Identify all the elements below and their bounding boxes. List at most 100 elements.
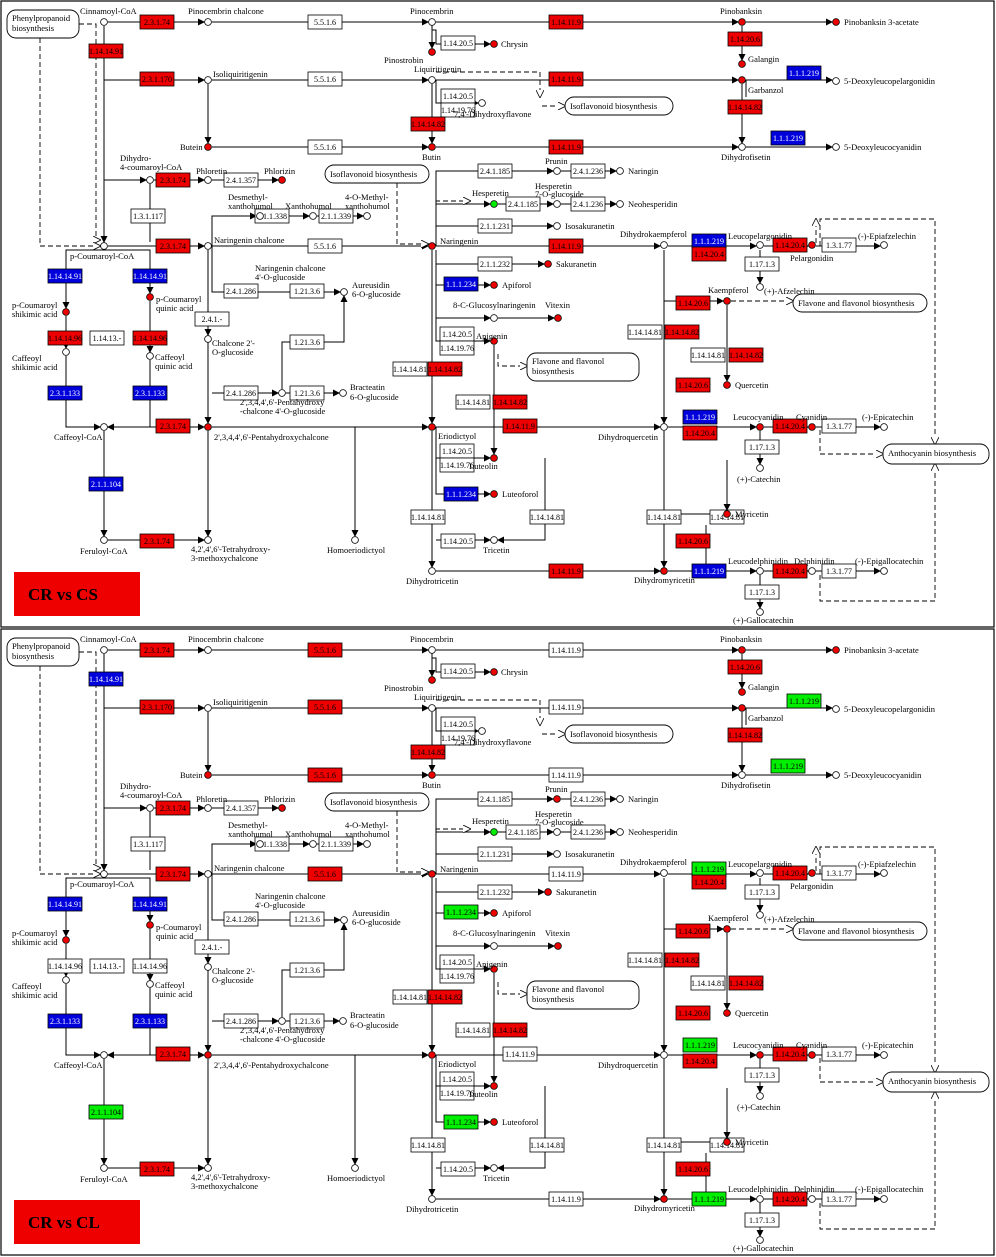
enzyme-box[interactable] — [821, 237, 857, 253]
enzyme-box[interactable] — [675, 1005, 711, 1021]
enzyme-box[interactable] — [139, 71, 175, 87]
compound-node[interactable] — [616, 828, 624, 836]
compound-node[interactable] — [616, 200, 624, 208]
compound-node[interactable] — [723, 510, 731, 518]
compound-node[interactable] — [490, 828, 498, 836]
enzyme-box[interactable] — [728, 347, 764, 363]
compound-node[interactable] — [428, 1195, 436, 1203]
compound-node[interactable] — [100, 646, 108, 654]
compound-node[interactable] — [832, 18, 840, 26]
enzyme-box[interactable] — [254, 208, 290, 224]
enzyme-box[interactable] — [440, 1161, 476, 1177]
enzyme-box[interactable] — [727, 659, 763, 675]
map-link-box[interactable] — [526, 352, 640, 382]
compound-node[interactable] — [100, 1164, 108, 1172]
compound-node[interactable] — [880, 241, 888, 249]
enzyme-box[interactable] — [132, 385, 168, 401]
enzyme-box[interactable] — [132, 330, 168, 346]
compound-node[interactable] — [832, 77, 840, 85]
map-link-box[interactable] — [324, 792, 430, 812]
compound-node[interactable] — [478, 727, 486, 735]
enzyme-box[interactable] — [289, 334, 325, 350]
compound-node[interactable] — [351, 536, 359, 544]
enzyme-box[interactable] — [392, 989, 428, 1005]
enzyme-box[interactable] — [307, 642, 343, 658]
compound-node[interactable] — [428, 567, 436, 575]
enzyme-box[interactable] — [744, 584, 780, 600]
enzyme-box[interactable] — [548, 71, 584, 87]
compound-node[interactable] — [490, 668, 498, 676]
enzyme-box[interactable] — [132, 268, 168, 284]
compound-node[interactable] — [832, 771, 840, 779]
enzyme-box[interactable] — [772, 865, 808, 881]
enzyme-box[interactable] — [691, 874, 727, 890]
map-link-box[interactable] — [6, 637, 80, 667]
enzyme-box[interactable] — [88, 476, 124, 492]
compound-node[interactable] — [204, 1051, 212, 1059]
enzyme-box[interactable] — [455, 1022, 491, 1038]
enzyme-box[interactable] — [770, 758, 806, 774]
enzyme-box[interactable] — [130, 836, 166, 852]
enzyme-box[interactable] — [132, 1013, 168, 1029]
compound-node[interactable] — [428, 18, 436, 26]
enzyme-box[interactable] — [675, 295, 711, 311]
compound-node[interactable] — [340, 288, 348, 296]
enzyme-box[interactable] — [443, 1114, 479, 1130]
enzyme-box[interactable] — [223, 1013, 259, 1029]
enzyme-box[interactable] — [548, 642, 584, 658]
compound-node[interactable] — [880, 423, 888, 431]
compound-node[interactable] — [278, 176, 286, 184]
enzyme-box[interactable] — [410, 116, 446, 132]
compound-node[interactable] — [204, 18, 212, 26]
compound-node[interactable] — [204, 176, 212, 184]
enzyme-box[interactable] — [477, 218, 513, 234]
enzyme-box[interactable] — [548, 1191, 584, 1207]
compound-node[interactable] — [756, 1092, 764, 1100]
enzyme-box[interactable] — [88, 43, 124, 59]
enzyme-box[interactable] — [89, 330, 125, 346]
enzyme-box[interactable] — [505, 824, 541, 840]
enzyme-box[interactable] — [307, 238, 343, 254]
compound-node[interactable] — [204, 242, 212, 250]
enzyme-box[interactable] — [477, 256, 513, 272]
compound-node[interactable] — [204, 804, 212, 812]
enzyme-box[interactable] — [682, 1053, 718, 1069]
enzyme-box[interactable] — [548, 866, 584, 882]
enzyme-box[interactable] — [570, 163, 606, 179]
enzyme-box[interactable] — [548, 139, 584, 155]
enzyme-box[interactable] — [155, 800, 191, 816]
enzyme-box[interactable] — [155, 418, 191, 434]
compound-node[interactable] — [808, 1051, 816, 1059]
compound-node[interactable] — [553, 850, 561, 858]
compound-node[interactable] — [428, 76, 436, 84]
compound-node[interactable] — [660, 1051, 668, 1059]
enzyme-box[interactable] — [139, 533, 175, 549]
enzyme-box[interactable] — [548, 767, 584, 783]
enzyme-box[interactable] — [443, 276, 479, 292]
enzyme-box[interactable] — [691, 246, 727, 262]
enzyme-box[interactable] — [223, 172, 259, 188]
enzyme-box[interactable] — [675, 1161, 711, 1177]
enzyme-box[interactable] — [440, 102, 476, 118]
enzyme-box[interactable] — [439, 968, 475, 984]
compound-node[interactable] — [278, 1017, 286, 1025]
compound-node[interactable] — [553, 167, 561, 175]
enzyme-box[interactable] — [646, 509, 682, 525]
enzyme-box[interactable] — [477, 791, 513, 807]
enzyme-box[interactable] — [155, 172, 191, 188]
enzyme-box[interactable] — [744, 1212, 780, 1228]
enzyme-box[interactable] — [427, 989, 463, 1005]
enzyme-box[interactable] — [548, 238, 584, 254]
map-link-box[interactable] — [792, 921, 928, 941]
map-link-box[interactable] — [564, 724, 674, 744]
compound-node[interactable] — [756, 1051, 764, 1059]
compound-node[interactable] — [204, 536, 212, 544]
compound-node[interactable] — [616, 167, 624, 175]
compound-node[interactable] — [553, 828, 561, 836]
enzyme-box[interactable] — [89, 958, 125, 974]
compound-node[interactable] — [351, 1164, 359, 1172]
enzyme-box[interactable] — [691, 563, 727, 579]
compound-node[interactable] — [756, 464, 764, 472]
compound-node[interactable] — [660, 869, 668, 877]
enzyme-box[interactable] — [548, 563, 584, 579]
